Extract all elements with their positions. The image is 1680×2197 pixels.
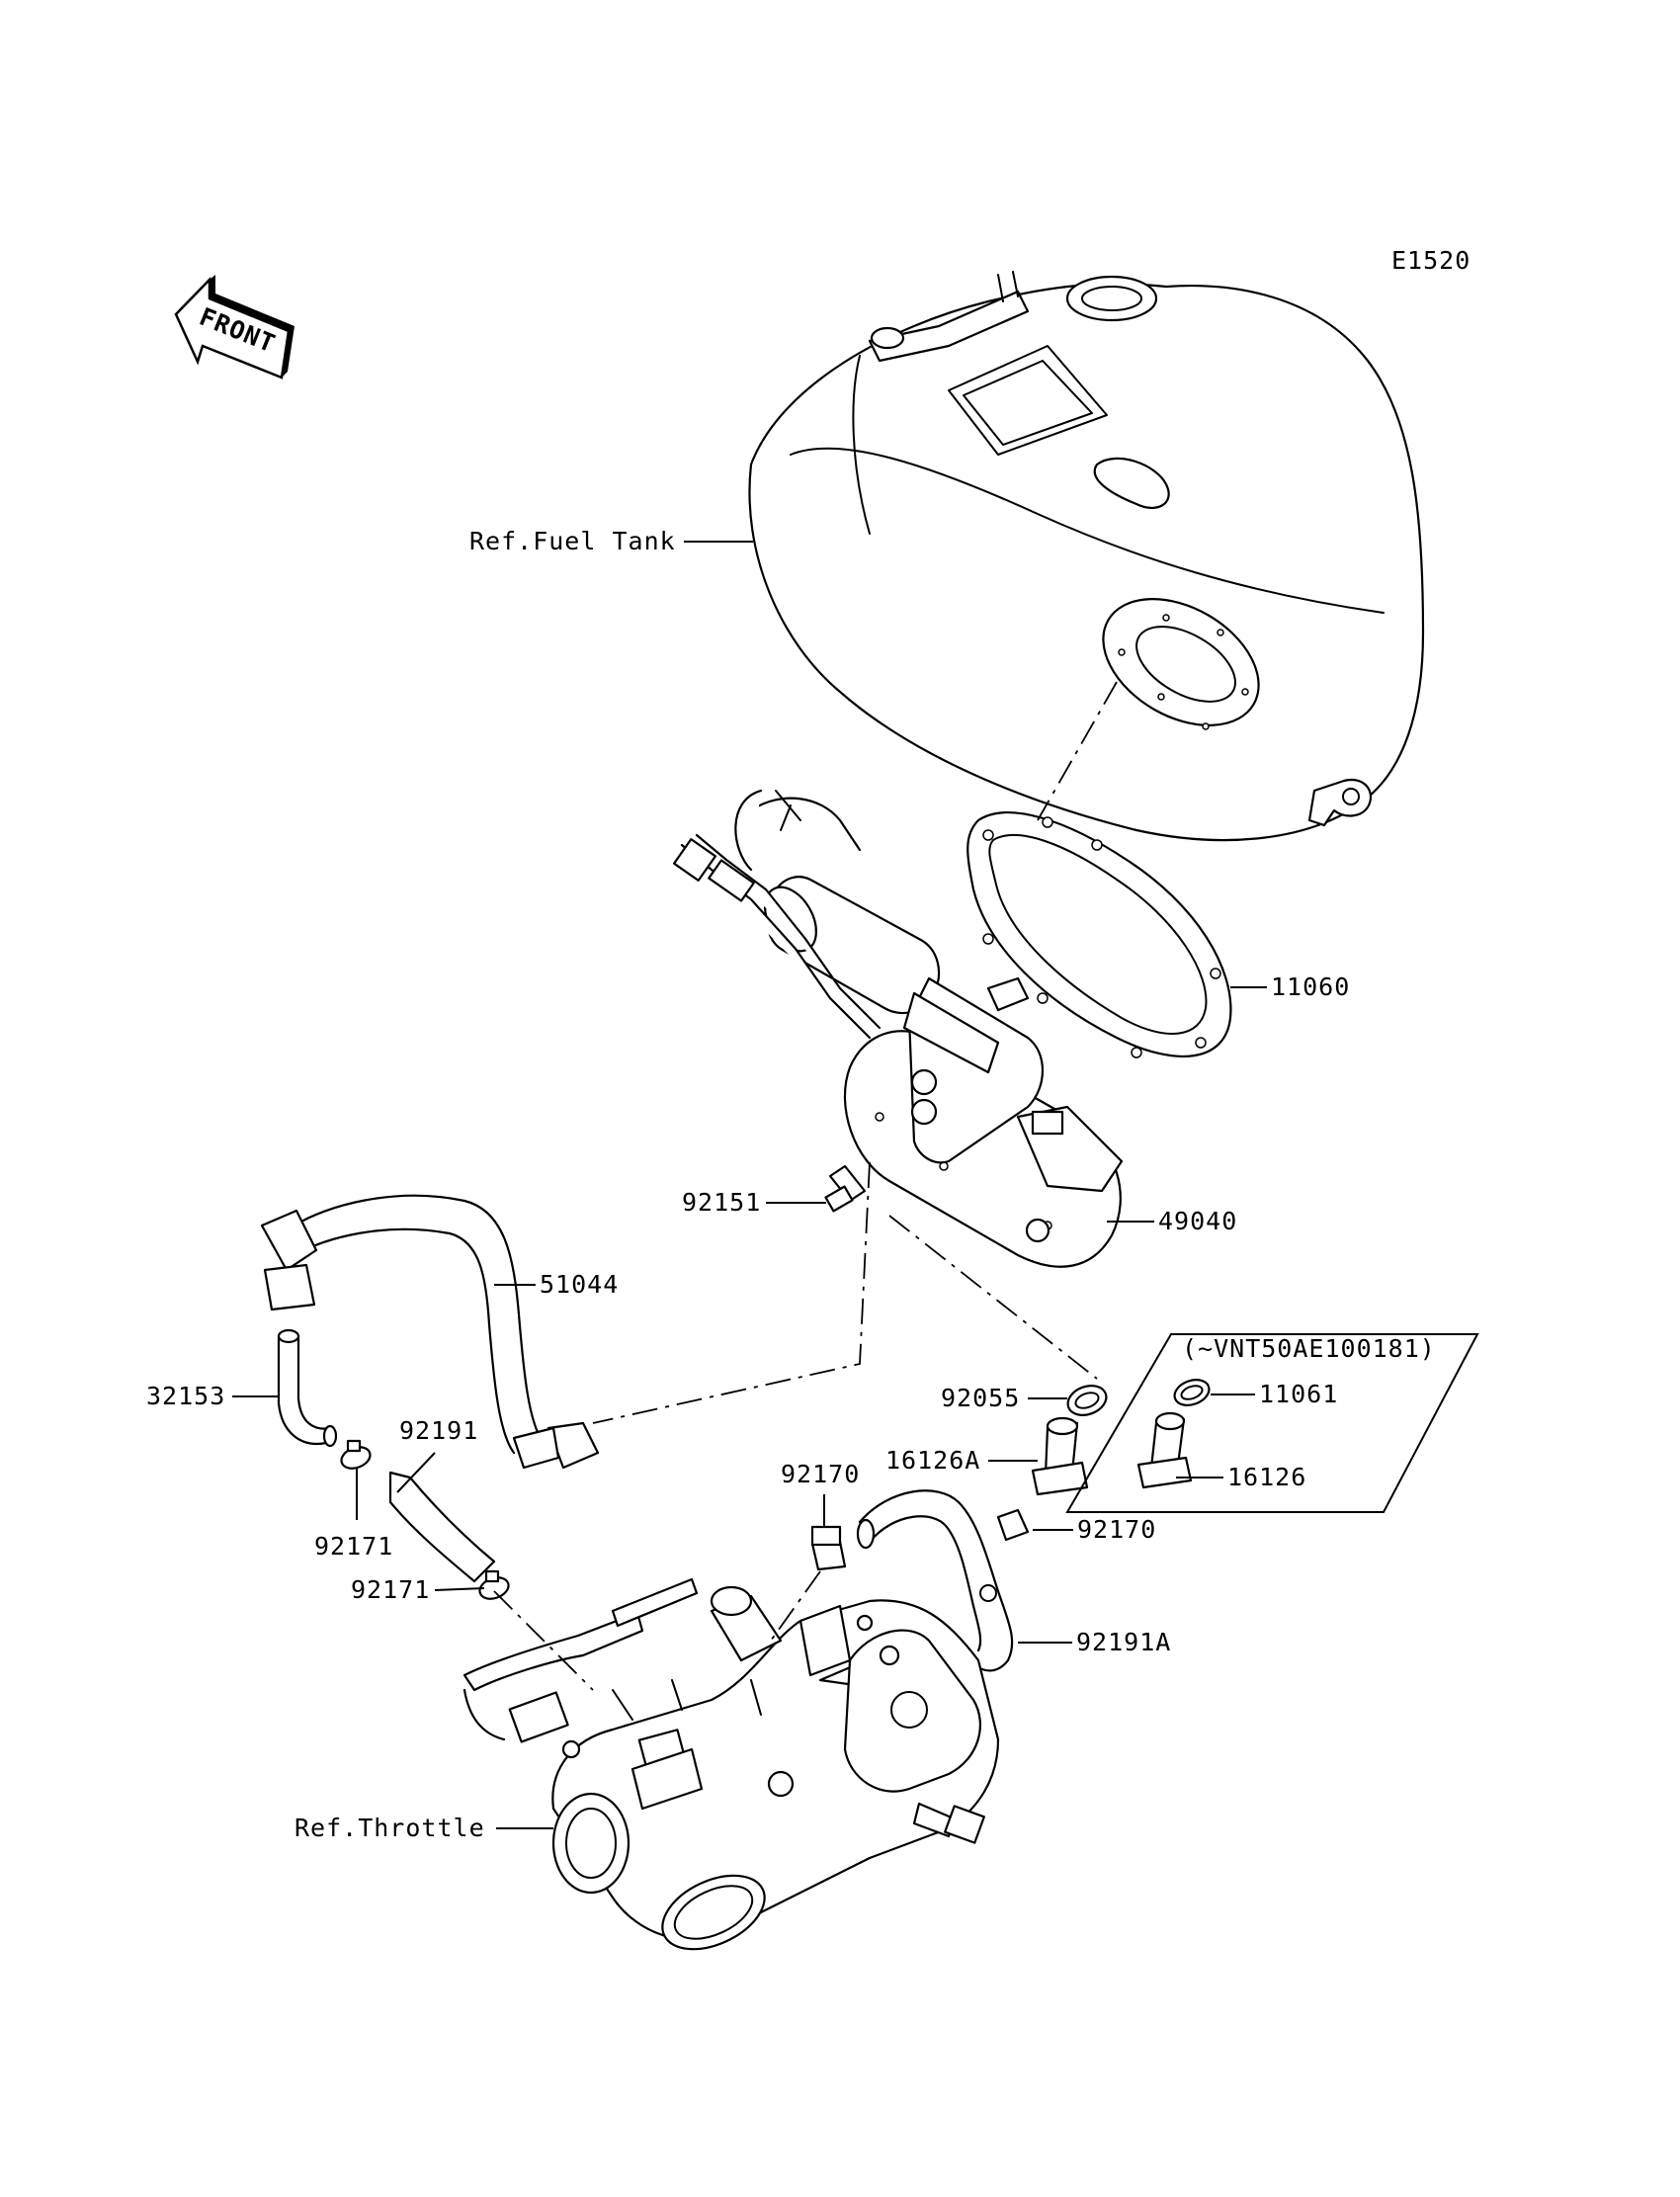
pump-gasket <box>966 811 1232 1058</box>
dashed-ref-line-hose <box>592 1161 871 1424</box>
bolt-92151 <box>824 1164 867 1213</box>
label-92151: 92151 <box>682 1188 761 1217</box>
front-arrow-icon: FRONT <box>174 275 294 380</box>
label-92170-left: 92170 <box>781 1460 860 1488</box>
clip-92170-left <box>810 1525 847 1571</box>
dashed-ref-line-throttle <box>493 1590 594 1691</box>
dashed-ref-line-clip <box>770 1570 821 1642</box>
label-32153: 32153 <box>146 1382 225 1410</box>
dashed-ref-line-tank <box>1037 681 1118 821</box>
throttle-body <box>462 1577 1000 1951</box>
o-ring-92055 <box>1066 1385 1108 1416</box>
label-92170-right: 92170 <box>1077 1515 1156 1544</box>
label-16126A: 16126A <box>885 1446 980 1475</box>
hose-92191 <box>388 1471 496 1583</box>
label-92191A: 92191A <box>1076 1628 1171 1656</box>
label-92171-lower: 92171 <box>351 1575 430 1604</box>
clamp-92171-upper <box>340 1439 372 1470</box>
label-92191: 92191 <box>399 1416 478 1445</box>
variant-note: (~VNT50AE100181) <box>1182 1334 1436 1363</box>
hose-92191A <box>856 1489 1014 1672</box>
label-16126: 16126 <box>1227 1463 1306 1491</box>
clamp-92171-lower <box>478 1569 510 1600</box>
label-92055: 92055 <box>941 1384 1020 1412</box>
sensor-16126 <box>1136 1411 1193 1489</box>
label-51044: 51044 <box>540 1270 619 1299</box>
fuel-tank <box>748 271 1425 842</box>
pipe-32153 <box>277 1328 338 1448</box>
fuel-hose-51044 <box>260 1194 600 1470</box>
label-92171-upper: 92171 <box>314 1532 393 1561</box>
label-49040: 49040 <box>1158 1207 1237 1235</box>
label-ref-fuel-tank: Ref.Fuel Tank <box>469 527 676 555</box>
o-ring-11061 <box>1173 1379 1211 1406</box>
sensor-16126A <box>1031 1416 1089 1496</box>
clip-92170-right <box>996 1508 1030 1542</box>
label-11061: 11061 <box>1259 1380 1338 1408</box>
label-ref-throttle: Ref.Throttle <box>294 1814 485 1842</box>
leader-lines <box>232 541 1267 1829</box>
variant-box <box>1065 1333 1479 1513</box>
label-11060: 11060 <box>1271 972 1350 1001</box>
fuel-pump-assembly <box>673 789 1124 1268</box>
diagram-code: E1520 <box>1391 246 1470 275</box>
